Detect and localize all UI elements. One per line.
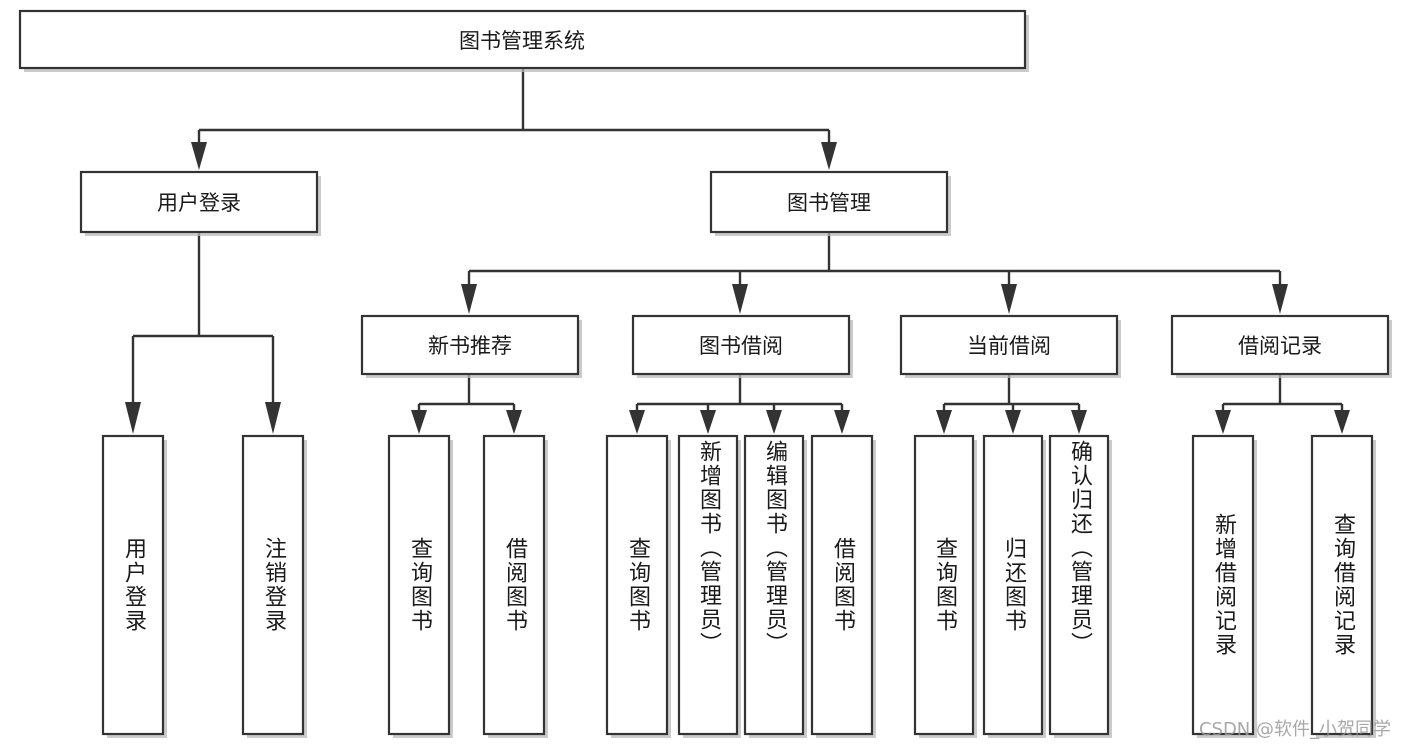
arrow-book-borrow-leaf-2 bbox=[700, 410, 716, 434]
arrow-user-login-leaf-2 bbox=[265, 402, 281, 434]
arrow-current-borrow-leaf-2 bbox=[1005, 410, 1021, 434]
node-book-borrow[interactable]: 图书借阅 bbox=[631, 314, 853, 378]
node-new-book-recommend[interactable]: 新书推荐 bbox=[360, 314, 582, 378]
csdn-watermark: CSDN @软件_小贺同学 bbox=[1198, 719, 1391, 740]
leaf-query-book-1-box[interactable] bbox=[387, 434, 451, 736]
leaf-user-login-box[interactable] bbox=[101, 434, 165, 736]
node-borrow-record[interactable]: 借阅记录 bbox=[1170, 314, 1392, 378]
arrow-to-book-borrow bbox=[732, 284, 748, 314]
arrow-borrow-record-leaf-1 bbox=[1215, 410, 1231, 434]
node-book-manage-label: 图书管理 bbox=[787, 191, 871, 215]
node-user-login-label: 用户登录 bbox=[157, 191, 241, 215]
node-user-login[interactable]: 用户登录 bbox=[79, 170, 321, 236]
leaf-query-book-2-box[interactable] bbox=[605, 434, 669, 736]
node-borrow-record-label: 借阅记录 bbox=[1238, 334, 1322, 358]
leaf-edit-book-box[interactable] bbox=[743, 434, 805, 736]
node-current-borrow-box[interactable] bbox=[899, 314, 1119, 376]
leaf-logout-box[interactable] bbox=[241, 434, 305, 736]
node-new-book-recommend-label: 新书推荐 bbox=[428, 334, 512, 358]
node-root[interactable]: 图书管理系统 bbox=[18, 9, 1029, 72]
node-root-label: 图书管理系统 bbox=[459, 29, 585, 53]
node-book-manage[interactable]: 图书管理 bbox=[709, 170, 951, 236]
leaf-boxes-layer bbox=[101, 434, 1376, 738]
leaf-query-record-box[interactable] bbox=[1310, 434, 1374, 736]
node-new-book-recommend-box[interactable] bbox=[360, 314, 580, 376]
arrow-book-borrow-leaf-3 bbox=[766, 410, 782, 434]
leaf-query-book-3-box[interactable] bbox=[913, 434, 975, 736]
leaf-confirm-return-box[interactable] bbox=[1048, 434, 1110, 736]
node-user-login-box[interactable] bbox=[79, 170, 319, 234]
leaf-add-record-box[interactable] bbox=[1191, 434, 1255, 736]
leaf-add-book-box[interactable] bbox=[677, 434, 739, 736]
node-book-borrow-box[interactable] bbox=[631, 314, 851, 376]
arrow-root-to-book-manage bbox=[821, 142, 837, 170]
leaf-borrow-book-2-box[interactable] bbox=[810, 434, 874, 736]
arrow-to-new-book-recommend bbox=[461, 284, 477, 314]
leaf-borrow-book-1-box[interactable] bbox=[482, 434, 546, 736]
connector-layer bbox=[125, 68, 1350, 434]
arrow-new-book-leaf-2 bbox=[506, 410, 522, 434]
node-root-box[interactable] bbox=[18, 9, 1027, 70]
node-book-borrow-label: 图书借阅 bbox=[699, 334, 783, 358]
node-current-borrow[interactable]: 当前借阅 bbox=[899, 314, 1121, 378]
arrow-borrow-record-leaf-2 bbox=[1334, 410, 1350, 434]
arrow-new-book-leaf-1 bbox=[411, 410, 427, 434]
node-book-manage-box[interactable] bbox=[709, 170, 949, 234]
arrow-book-borrow-leaf-4 bbox=[834, 410, 850, 434]
arrow-user-login-leaf-1 bbox=[125, 402, 141, 434]
arrow-to-borrow-record bbox=[1272, 284, 1288, 314]
arrow-current-borrow-leaf-1 bbox=[936, 410, 952, 434]
leaf-return-book-box[interactable] bbox=[982, 434, 1044, 736]
arrow-to-current-borrow bbox=[1001, 284, 1017, 314]
node-borrow-record-box[interactable] bbox=[1170, 314, 1390, 376]
arrow-current-borrow-leaf-3 bbox=[1071, 410, 1087, 434]
node-current-borrow-label: 当前借阅 bbox=[967, 334, 1051, 358]
arrow-book-borrow-leaf-1 bbox=[629, 410, 645, 434]
arrow-root-to-user-login bbox=[191, 142, 207, 170]
